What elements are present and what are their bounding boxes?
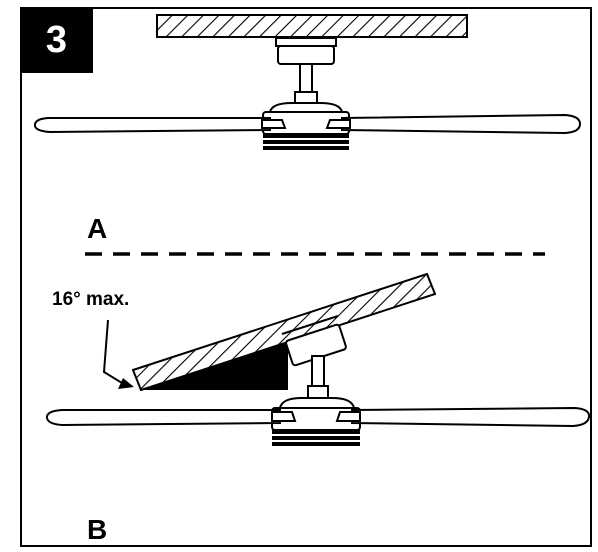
- diagram-frame: [20, 7, 592, 547]
- left-blade: [45, 409, 281, 427]
- angle-callout: [102, 319, 134, 389]
- right-blade: [351, 406, 591, 428]
- left-blade: [33, 117, 271, 134]
- angle-wedge: [141, 342, 288, 390]
- rod-collar: [307, 385, 329, 399]
- sloped-ceiling: [131, 272, 437, 392]
- blade-iron-left: [271, 411, 297, 422]
- downrod: [311, 355, 325, 387]
- panel-a-label: A: [87, 213, 108, 244]
- ceiling-canopy: [275, 37, 337, 65]
- panel-b-label: B: [87, 514, 108, 545]
- downrod: [299, 63, 313, 95]
- blade-iron-left: [261, 119, 287, 129]
- max-angle-label: 16° max.: [52, 289, 130, 310]
- blade-iron-right: [335, 411, 361, 422]
- step-number-badge: 3: [20, 7, 93, 73]
- motor-housing: [271, 397, 361, 446]
- panel-b-fan: [45, 272, 591, 446]
- panel-a-fan: [33, 14, 582, 150]
- blade-iron-right: [325, 119, 351, 129]
- flat-ceiling: [156, 14, 468, 38]
- right-blade: [341, 113, 582, 135]
